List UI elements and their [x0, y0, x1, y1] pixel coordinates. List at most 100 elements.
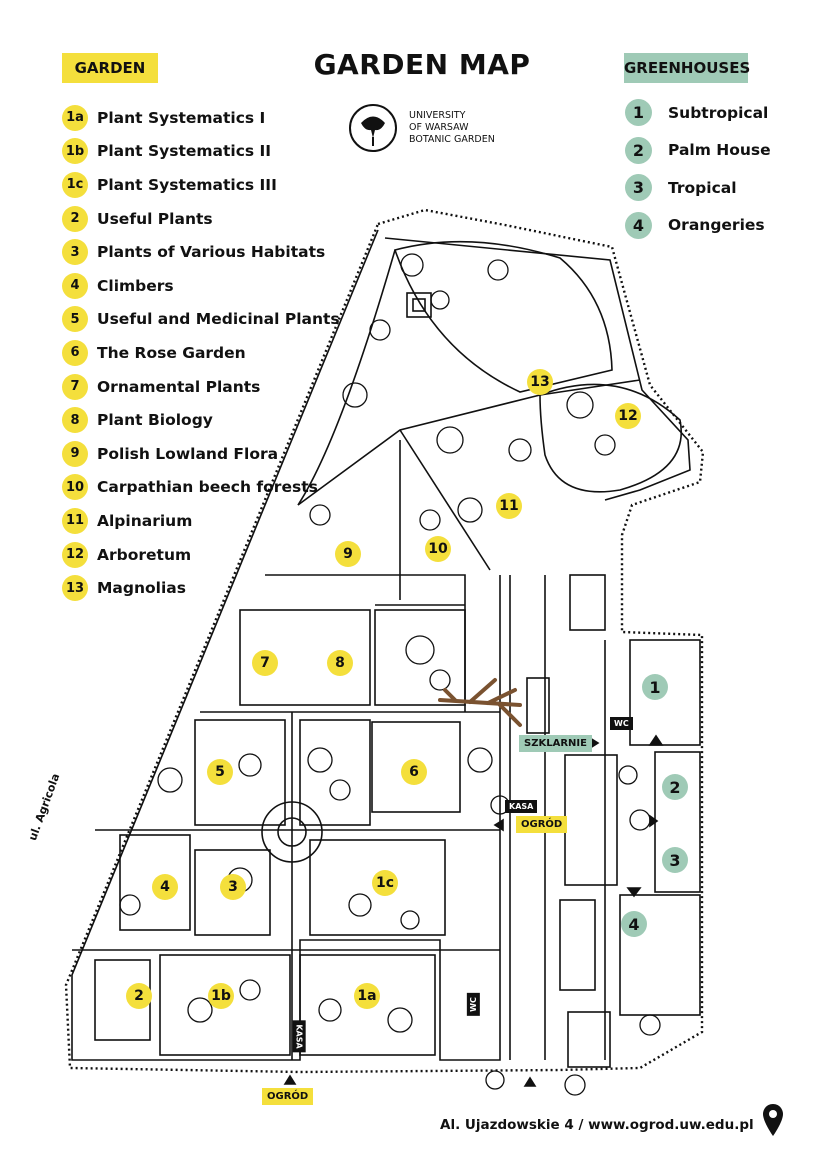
legend-badge: 9: [62, 440, 88, 467]
wc-label: WC: [610, 717, 633, 730]
greenhouse-building: [559, 899, 596, 991]
main-path: [265, 574, 466, 712]
map-marker-6[interactable]: 6: [401, 759, 427, 785]
garden-bed: [309, 839, 446, 936]
ginkgo-leaf-icon: [349, 104, 397, 152]
arrow-icon: [649, 814, 659, 828]
university-logo: UNIVERSITY OF WARSAW BOTANIC GARDEN: [349, 104, 519, 156]
arrow-icon: [626, 887, 642, 898]
greenhouse-1: [629, 639, 701, 746]
legend-item: 3 Tropical: [625, 169, 771, 207]
legend-label: Orangeries: [668, 216, 765, 235]
map-marker-greenhouse-4[interactable]: 4: [621, 911, 647, 937]
map-marker-13[interactable]: 13: [527, 369, 553, 395]
map-marker-10[interactable]: 10: [425, 536, 451, 562]
legend-label: Useful and Medicinal Plants: [97, 310, 340, 329]
legend-label: Plant Systematics III: [97, 175, 277, 194]
legend-label: Plant Systematics II: [97, 142, 272, 161]
orangeries: [619, 894, 701, 1016]
map-marker-8[interactable]: 8: [327, 650, 353, 676]
garden-boundary: [64, 208, 705, 1074]
legend-item: 1 Subtropical: [625, 94, 771, 132]
legend-badge: 4: [62, 272, 88, 299]
logo-line-2: OF WARSAW: [409, 122, 469, 133]
greenhouse-building: [569, 574, 606, 631]
map-marker-greenhouse-2[interactable]: 2: [662, 774, 688, 800]
legend-item: 4 Climbers: [62, 269, 340, 303]
map-marker-11[interactable]: 11: [496, 493, 522, 519]
map-marker-12[interactable]: 12: [615, 403, 641, 429]
inner-path: [539, 383, 682, 493]
logo-text: UNIVERSITY OF WARSAW BOTANIC GARDEN: [409, 110, 495, 146]
map-marker-1a[interactable]: 1a: [354, 983, 380, 1009]
map-marker-greenhouse-1[interactable]: 1: [642, 674, 668, 700]
legend-label: Carpathian beech forests: [97, 478, 318, 497]
legend-label: Climbers: [97, 276, 174, 295]
legend-badge: 3: [625, 174, 652, 202]
legend-item: 12 Arboretum: [62, 538, 340, 572]
legend-label: Subtropical: [668, 103, 769, 122]
tree-cluster: [119, 253, 661, 1096]
map-marker-2[interactable]: 2: [126, 983, 152, 1009]
arrow-icon: [283, 1074, 297, 1085]
greenhouses-tag: GREENHOUSES: [624, 53, 750, 83]
legend-badge: 1: [625, 99, 652, 127]
central-roundabout: [261, 801, 323, 863]
legend-badge: 2: [625, 136, 652, 164]
legend-badge: 2: [62, 205, 88, 232]
kasa-east-label: KASA: [505, 800, 538, 813]
legend-badge: 13: [62, 575, 88, 602]
inner-path: [297, 249, 396, 506]
map-marker-9[interactable]: 9: [335, 541, 361, 567]
inner-path: [393, 240, 613, 393]
greenhouse-building: [564, 754, 618, 886]
legend-label: Plant Systematics I: [97, 108, 266, 127]
greenhouse-building: [526, 677, 550, 734]
legend-label: Arboretum: [97, 545, 192, 564]
arrow-icon: [523, 1076, 537, 1087]
logo-line-1: UNIVERSITY: [409, 110, 466, 121]
map-marker-4[interactable]: 4: [152, 874, 178, 900]
rose-garden-bed: [371, 721, 461, 813]
map-marker-greenhouse-3[interactable]: 3: [662, 847, 688, 873]
map-marker-3[interactable]: 3: [220, 874, 246, 900]
inner-path: [399, 429, 491, 571]
garden-bed: [194, 719, 286, 826]
old-tree-icon: [438, 678, 522, 727]
arrow-icon: [493, 818, 504, 832]
legend-label: The Rose Garden: [97, 343, 246, 362]
map-marker-1b[interactable]: 1b: [208, 983, 234, 1009]
kasa-south-label: KASA: [292, 1020, 306, 1053]
logo-line-3: BOTANIC GARDEN: [409, 134, 495, 145]
main-path: [71, 229, 501, 1061]
ogrod-east-label: OGRÓD: [516, 816, 568, 833]
legend-item: 1c Plant Systematics III: [62, 168, 340, 202]
garden-bed: [299, 954, 436, 1056]
legend-badge: 10: [62, 474, 88, 501]
legend-item: 10 Carpathian beech forests: [62, 471, 340, 505]
garden-bed: [374, 609, 466, 706]
map-marker-7[interactable]: 7: [252, 650, 278, 676]
ogrod-south-label: OGRÓD: [262, 1088, 314, 1105]
legend-badge: 1c: [62, 171, 88, 198]
legend-item: 6 The Rose Garden: [62, 336, 340, 370]
legend-badge: 3: [62, 239, 88, 266]
map-marker-5[interactable]: 5: [207, 759, 233, 785]
legend-badge: 12: [62, 541, 88, 568]
legend-label: Tropical: [668, 178, 737, 197]
garden-bed: [194, 849, 271, 936]
map-marker-1c[interactable]: 1c: [372, 870, 398, 896]
legend-badge: 6: [62, 339, 88, 366]
legend-label: Alpinarium: [97, 511, 193, 530]
legend-badge: 5: [62, 306, 88, 333]
